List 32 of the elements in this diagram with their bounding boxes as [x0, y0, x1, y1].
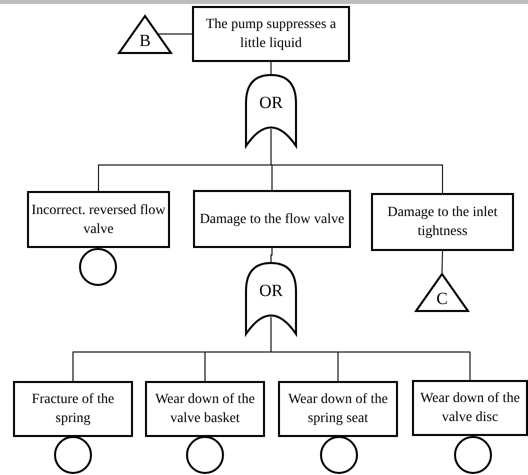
event-box — [278, 381, 398, 437]
basic-event-circle — [79, 248, 117, 286]
transfer-triangle — [118, 15, 172, 54]
event-label: Wear down of the spring seat — [287, 391, 389, 428]
transfer-triangle — [415, 273, 469, 312]
event-label: Fracture of the spring — [30, 391, 116, 428]
event-box — [13, 381, 133, 437]
event-label: The pump suppresses a little liquid — [204, 16, 338, 53]
event-box — [192, 6, 350, 62]
event-label: Incorrect. reversed flow valve — [30, 202, 167, 238]
gate-label: OR — [259, 281, 283, 300]
event-label: Wear down of the valve disc — [419, 390, 521, 427]
event-label: Damage to the flow valve — [200, 210, 344, 228]
connector-line — [270, 248, 272, 262]
event-box — [371, 193, 514, 251]
connector-line — [270, 62, 272, 74]
event-label: Wear down of the valve basket — [154, 391, 256, 428]
event-box — [193, 190, 351, 248]
or-gate — [245, 74, 297, 147]
event-box — [412, 380, 528, 436]
event-box — [145, 381, 265, 437]
basic-event-circle — [186, 436, 224, 474]
transfer-label: C — [436, 289, 448, 308]
event-box — [27, 191, 170, 248]
event-label: Damage to the inlet tightness — [386, 204, 499, 241]
basic-event-circle — [454, 436, 492, 474]
gate-label: OR — [259, 93, 283, 112]
basic-event-circle — [320, 436, 358, 474]
or-gate — [245, 262, 297, 335]
basic-event-circle — [54, 436, 92, 474]
connector-line — [442, 250, 443, 274]
transfer-label: B — [139, 31, 151, 50]
